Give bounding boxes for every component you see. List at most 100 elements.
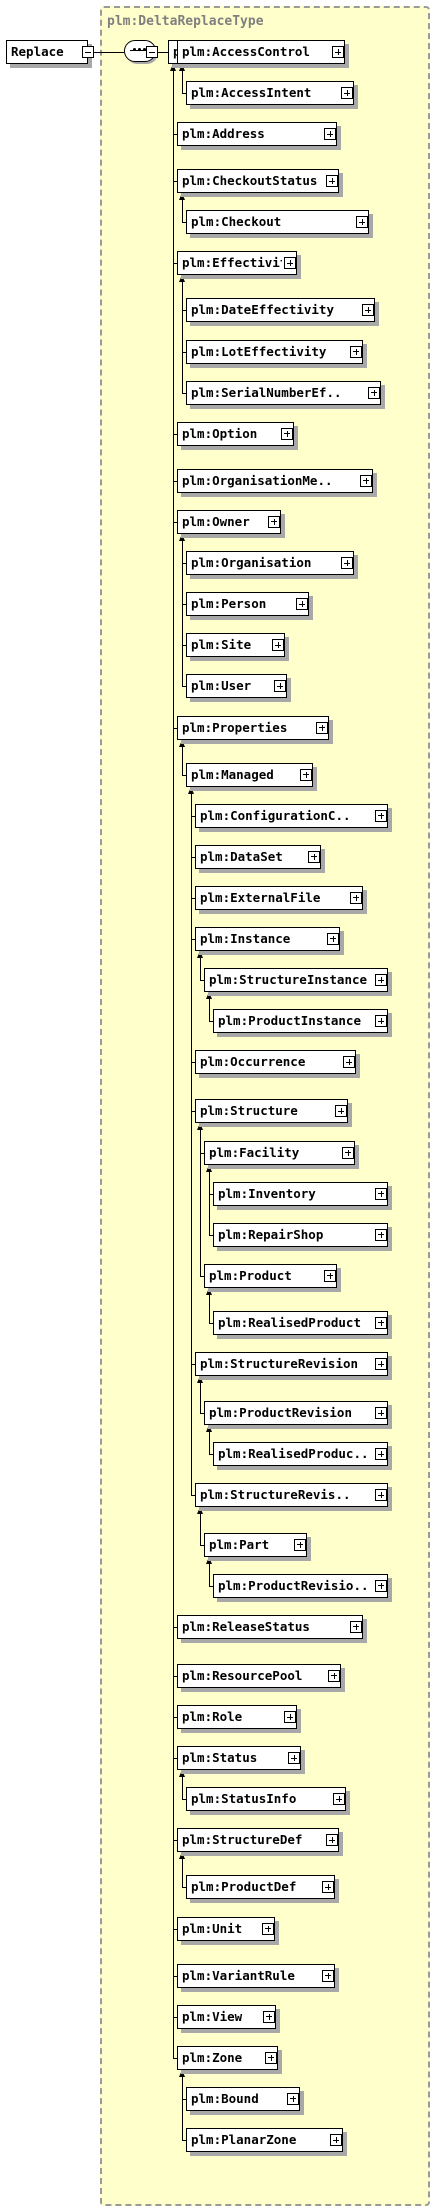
element-realisedproduct[interactable]: plm:RealisedProduct xyxy=(213,1310,388,1335)
expand-icon[interactable] xyxy=(322,1969,334,1982)
element-realisedproduc[interactable]: plm:RealisedProduc.. xyxy=(213,1442,388,1467)
expand-icon[interactable] xyxy=(294,1538,306,1551)
element-resourcepool[interactable]: plm:ResourcePool xyxy=(177,1663,341,1688)
expand-icon[interactable] xyxy=(308,850,320,863)
element-facility[interactable]: plm:Facility xyxy=(204,1140,355,1165)
element-status[interactable]: plm:Status xyxy=(177,1746,301,1771)
element-properties[interactable]: plm:Properties xyxy=(177,715,329,740)
element-repairshop[interactable]: plm:RepairShop xyxy=(213,1222,388,1247)
expand-icon[interactable] xyxy=(335,1105,347,1118)
expand-icon[interactable] xyxy=(350,345,362,358)
expand-icon[interactable] xyxy=(342,1146,354,1159)
expand-icon[interactable] xyxy=(272,639,284,652)
element-productrevisio[interactable]: plm:ProductRevisio.. xyxy=(213,1573,388,1598)
element-productinstance[interactable]: plm:ProductInstance xyxy=(213,1009,388,1034)
expand-icon[interactable] xyxy=(324,128,336,141)
element-site[interactable]: plm:Site xyxy=(186,633,285,658)
expand-icon[interactable] xyxy=(362,304,374,317)
element-checkout[interactable]: plm:Checkout xyxy=(186,210,369,235)
expand-icon[interactable] xyxy=(375,1187,387,1200)
root-element-replace[interactable]: Replace xyxy=(6,40,88,64)
element-inventory[interactable]: plm:Inventory xyxy=(213,1181,388,1206)
element-part[interactable]: plm:Part xyxy=(204,1532,307,1557)
expand-icon[interactable] xyxy=(287,2092,299,2105)
expand-icon[interactable] xyxy=(333,1793,345,1806)
expand-icon[interactable] xyxy=(375,809,387,822)
element-structuredef[interactable]: plm:StructureDef xyxy=(177,1828,339,1853)
expand-icon[interactable] xyxy=(296,598,308,611)
expand-icon[interactable] xyxy=(281,427,293,440)
element-statusinfo[interactable]: plm:StatusInfo xyxy=(186,1787,346,1812)
expand-icon[interactable] xyxy=(375,974,387,987)
expand-icon[interactable] xyxy=(375,1015,387,1028)
expand-icon[interactable] xyxy=(263,2010,275,2023)
expand-icon[interactable] xyxy=(328,1669,340,1682)
expand-icon[interactable] xyxy=(274,680,286,693)
expand-icon[interactable] xyxy=(368,386,380,399)
expand-icon[interactable] xyxy=(350,891,362,904)
expand-icon[interactable] xyxy=(375,1579,387,1592)
expand-icon[interactable] xyxy=(375,1358,387,1371)
expand-icon[interactable] xyxy=(265,2051,277,2064)
expand-icon[interactable] xyxy=(343,1056,355,1069)
element-person[interactable]: plm:Person xyxy=(186,592,309,617)
element-checkoutstatus[interactable]: plm:CheckoutStatus xyxy=(177,169,339,194)
element-dateeffectivity[interactable]: plm:DateEffectivity xyxy=(186,298,375,323)
element-organisation[interactable]: plm:Organisation xyxy=(186,551,354,576)
element-serialnumberef[interactable]: plm:SerialNumberEf.. xyxy=(186,380,381,405)
element-managed[interactable]: plm:Managed xyxy=(186,762,313,787)
expand-icon[interactable] xyxy=(284,1711,296,1724)
expand-icon[interactable] xyxy=(341,557,353,570)
expand-icon[interactable] xyxy=(350,1620,362,1633)
element-structureinstance[interactable]: plm:StructureInstance xyxy=(204,968,388,993)
element-loteffectivity[interactable]: plm:LotEffectivity xyxy=(186,339,363,364)
element-planarzone[interactable]: plm:PlanarZone xyxy=(186,2128,343,2152)
expand-icon[interactable] xyxy=(322,1881,334,1894)
expand-icon[interactable] xyxy=(330,2134,342,2146)
expand-icon[interactable] xyxy=(326,175,338,188)
element-organisationme[interactable]: plm:OrganisationMe.. xyxy=(177,468,373,493)
element-instance[interactable]: plm:Instance xyxy=(195,926,340,951)
element-structure[interactable]: plm:Structure xyxy=(195,1099,348,1124)
element-accesscontrol[interactable]: plm:AccessControl xyxy=(177,40,345,64)
element-owner[interactable]: plm:Owner xyxy=(177,509,281,534)
collapse-sequence-icon[interactable] xyxy=(146,46,158,58)
element-productrevision[interactable]: plm:ProductRevision xyxy=(204,1401,388,1426)
element-variantrule[interactable]: plm:VariantRule xyxy=(177,1963,335,1988)
expand-icon[interactable] xyxy=(326,1834,338,1847)
element-zone[interactable]: plm:Zone xyxy=(177,2045,278,2070)
expand-icon[interactable] xyxy=(375,1228,387,1241)
element-address[interactable]: plm:Address xyxy=(177,122,337,147)
element-releasestatus[interactable]: plm:ReleaseStatus xyxy=(177,1614,363,1639)
element-unit[interactable]: plm:Unit xyxy=(177,1916,275,1941)
collapse-replace-icon[interactable] xyxy=(82,46,94,58)
expand-icon[interactable] xyxy=(327,932,339,945)
element-effectivity[interactable]: plm:Effectivity xyxy=(177,251,297,276)
expand-icon[interactable] xyxy=(332,46,344,58)
element-occurrence[interactable]: plm:Occurrence xyxy=(195,1050,356,1075)
expand-icon[interactable] xyxy=(375,1448,387,1461)
element-bound[interactable]: plm:Bound xyxy=(186,2086,300,2111)
element-structurerevision[interactable]: plm:StructureRevision xyxy=(195,1352,388,1377)
expand-icon[interactable] xyxy=(268,515,280,528)
element-configurationc[interactable]: plm:ConfigurationC.. xyxy=(195,803,388,828)
expand-icon[interactable] xyxy=(316,721,328,734)
expand-icon[interactable] xyxy=(284,257,296,270)
element-user[interactable]: plm:User xyxy=(186,674,287,699)
element-productdef[interactable]: plm:ProductDef xyxy=(186,1875,335,1900)
expand-icon[interactable] xyxy=(288,1752,300,1765)
expand-icon[interactable] xyxy=(262,1922,274,1935)
expand-icon[interactable] xyxy=(324,1269,336,1282)
element-dataset[interactable]: plm:DataSet xyxy=(195,844,321,869)
expand-icon[interactable] xyxy=(356,216,368,229)
element-accessintent[interactable]: plm:AccessIntent xyxy=(186,81,354,106)
element-product[interactable]: plm:Product xyxy=(204,1263,337,1288)
expand-icon[interactable] xyxy=(360,474,372,487)
element-structurerevis[interactable]: plm:StructureRevis.. xyxy=(195,1483,388,1508)
element-role[interactable]: plm:Role xyxy=(177,1705,297,1730)
expand-icon[interactable] xyxy=(375,1316,387,1329)
expand-icon[interactable] xyxy=(375,1489,387,1502)
element-option[interactable]: plm:Option xyxy=(177,421,294,446)
expand-icon[interactable] xyxy=(341,87,353,100)
element-externalfile[interactable]: plm:ExternalFile xyxy=(195,885,363,910)
